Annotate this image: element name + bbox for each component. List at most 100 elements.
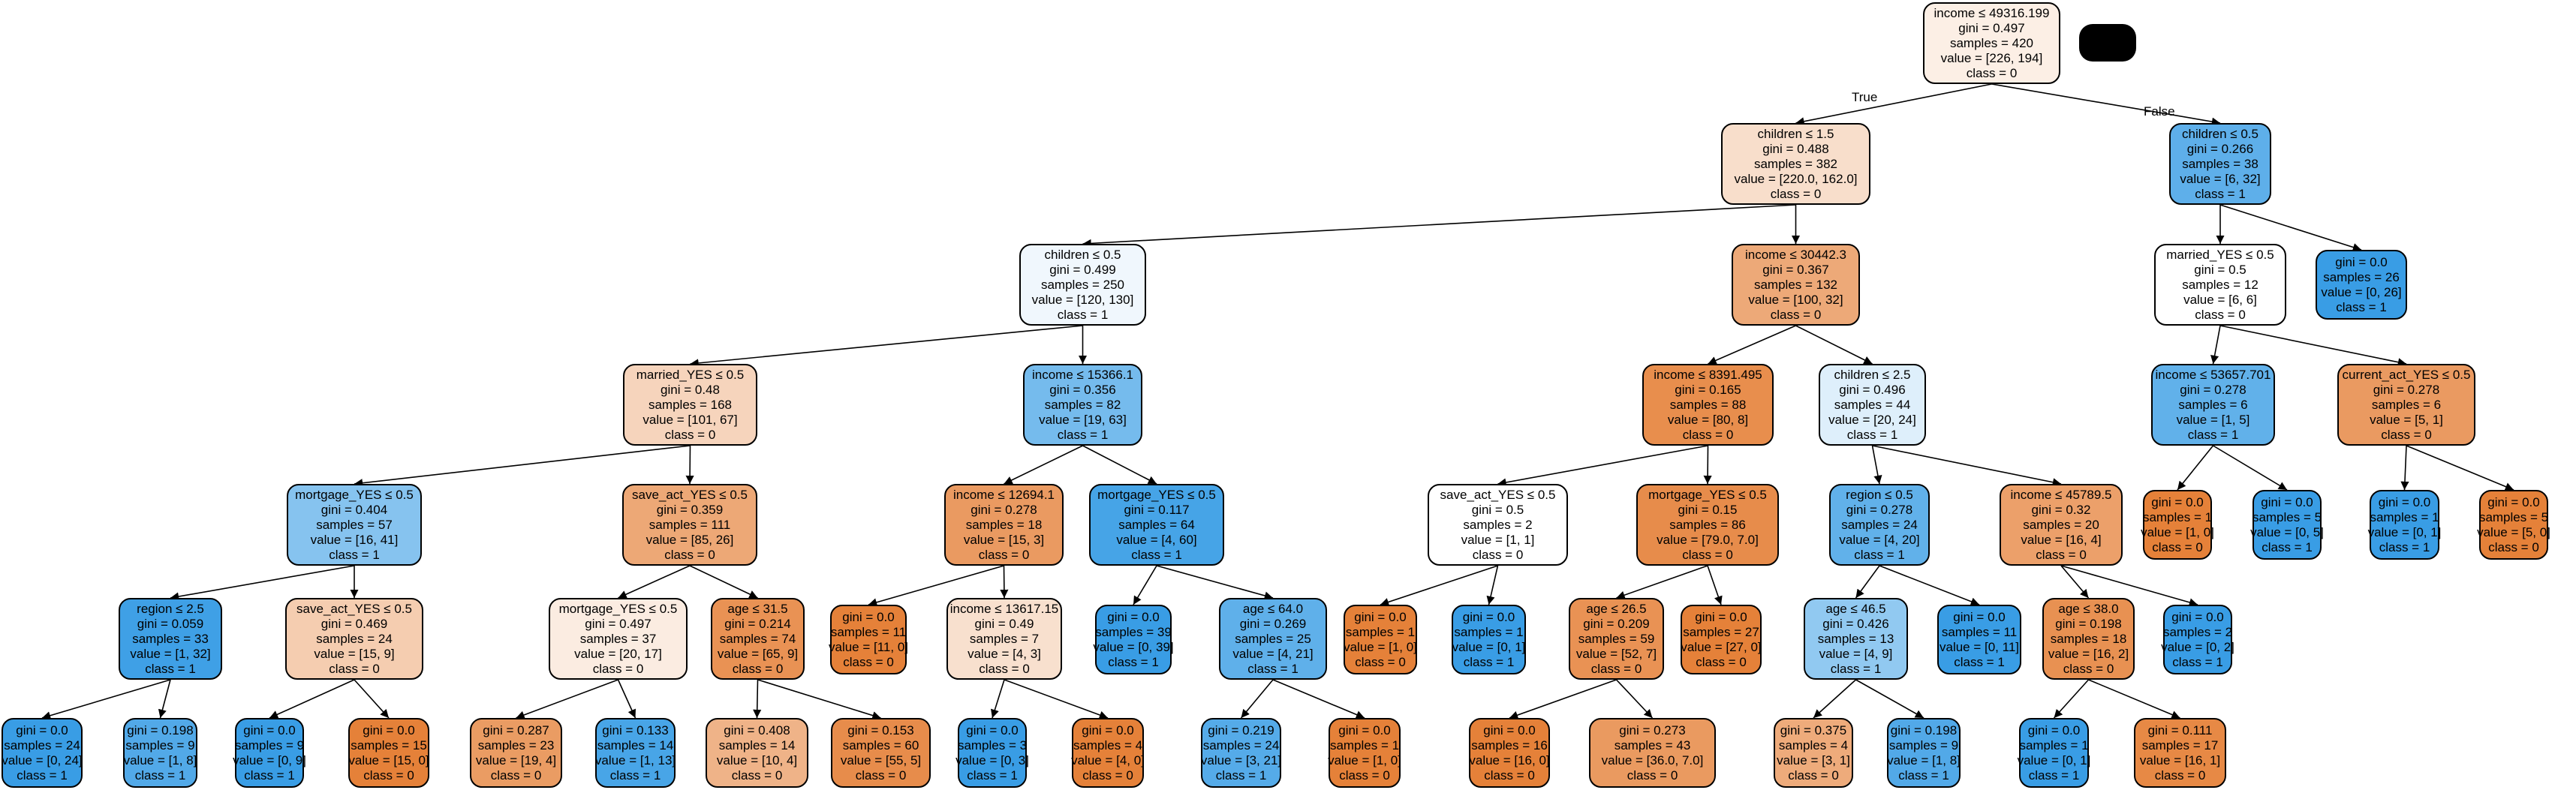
node-text-line: class = 0	[1966, 65, 2018, 80]
node-text-line: class = 1	[2336, 299, 2387, 314]
tree-edge	[2219, 204, 2362, 251]
node-text-line: value = [3, 21]	[1200, 752, 1282, 767]
node-text-line: value = [1, 0]	[1344, 639, 1417, 654]
node-text-line: married_YES ≤ 0.5	[636, 367, 745, 382]
node-text-line: income ≤ 49316.199	[1934, 5, 2050, 20]
node-text-line: value = [65, 9]	[717, 646, 799, 661]
node-text-line: mortgage_YES ≤ 0.5	[558, 601, 678, 616]
node-text-line: value = [0, 1]	[2017, 752, 2091, 767]
tree-edge	[1486, 565, 1499, 605]
node-text-line: class = 0	[664, 547, 715, 562]
node-text-line: value = [0, 1]	[1452, 639, 1526, 654]
node-text-line: value = [1, 5]	[2176, 412, 2250, 427]
node-text-line: gini = 0.0	[1354, 609, 1407, 624]
node-text-line: gini = 0.375	[1780, 722, 1847, 737]
node-text-line: class = 1	[1215, 767, 1267, 782]
node-text-line: class = 1	[1057, 307, 1109, 322]
tree-edge	[617, 679, 636, 719]
node-text-line: samples = 12	[2182, 277, 2259, 292]
node-text-line: samples = 26	[2323, 269, 2400, 284]
node-text-line: value = [79.0, 7.0]	[1657, 532, 1759, 547]
node-text-line: class = 0	[978, 547, 1030, 562]
tree-edge	[1813, 679, 1857, 719]
node-text-line: value = [4, 3]	[968, 646, 1041, 661]
node-text-line: gini = 0.0	[16, 722, 68, 737]
node-text-line: class = 1	[2379, 539, 2430, 554]
node-text-line: gini = 0.0	[2151, 494, 2204, 509]
tree-edge	[991, 679, 1005, 719]
node-text-line: samples = 168	[648, 397, 733, 412]
node-text-line: gini = 0.278	[1846, 502, 1913, 517]
node-text-line: class = 0	[1339, 767, 1390, 782]
node-text-line: children ≤ 1.5	[1757, 126, 1834, 141]
node-text-line: class = 0	[592, 661, 644, 676]
node-text-line: samples = 82	[1044, 397, 1121, 412]
node-text-line: gini = 0.0	[363, 722, 415, 737]
node-text-line: class = 1	[17, 767, 68, 782]
node-text-line: gini = 0.133	[602, 722, 669, 737]
node-text-line: value = [4, 0]	[1071, 752, 1145, 767]
node-text-line: value = [19, 63]	[1039, 412, 1127, 427]
node-text-line: gini = 0.426	[1822, 616, 1889, 631]
tree-edge	[1707, 565, 1723, 605]
node-text-line: save_act_YES ≤ 0.5	[296, 601, 412, 616]
node-text-line: value = [10, 4]	[716, 752, 798, 767]
node-text-line: samples = 3	[957, 737, 1028, 752]
tree-edge	[1872, 445, 2062, 487]
tree-edge	[354, 679, 390, 719]
node-text-line: mortgage_YES ≤ 0.5	[295, 487, 414, 502]
node-text-line: class = 0	[2063, 661, 2114, 676]
node-text-line: value = [220.0, 162.0]	[1734, 171, 1858, 186]
tree-edge	[1708, 325, 1796, 365]
node-text-line: class = 1	[1131, 547, 1182, 562]
tree-edge	[1240, 679, 1274, 719]
node-text-line: value = [0, 39]	[1093, 639, 1174, 654]
tree-edge	[618, 565, 691, 599]
tree-edge	[170, 565, 355, 601]
node-text-line: value = [80, 8]	[1667, 412, 1749, 427]
node-text-line: gini = 0.0	[2378, 494, 2431, 509]
node-text-line: class = 1	[1247, 661, 1299, 676]
node-text-line: samples = 1	[1329, 737, 1400, 752]
node-text-line: class = 1	[145, 661, 196, 676]
node-text-line: class = 1	[2262, 539, 2313, 554]
node-text-line: gini = 0.153	[847, 722, 914, 737]
tree-edge	[41, 679, 171, 720]
node-text-line: class = 0	[2036, 547, 2087, 562]
node-text-line: samples = 20	[2023, 517, 2099, 532]
node-text-line: value = [6, 32]	[2180, 171, 2261, 186]
node-text-line: samples = 17	[2141, 737, 2219, 752]
node-text-line: gini = 0.0	[2335, 254, 2388, 269]
node-text-line: class = 1	[1954, 654, 2005, 669]
tree-edge	[1879, 565, 1980, 606]
node-text-line: age ≤ 38.0	[2058, 601, 2119, 616]
tree-edge	[1871, 445, 1882, 485]
node-text-line: income ≤ 13617.15	[949, 601, 1059, 616]
node-text-line: class = 1	[1898, 767, 1949, 782]
node-text-line: value = [4, 21]	[1232, 646, 1314, 661]
node-text-line: samples = 24	[1202, 737, 1280, 752]
node-text-line: value = [4, 20]	[1839, 532, 1920, 547]
node-text-line: samples = 74	[719, 631, 796, 646]
node-text-line: samples = 27	[1683, 624, 1759, 639]
node-text-line: gini = 0.278	[971, 502, 1037, 517]
node-text-line: class = 1	[2172, 654, 2223, 669]
node-text-line: gini = 0.0	[1462, 609, 1515, 624]
node-text-line: value = [55, 5]	[840, 752, 922, 767]
node-text-line: gini = 0.273	[1619, 722, 1686, 737]
